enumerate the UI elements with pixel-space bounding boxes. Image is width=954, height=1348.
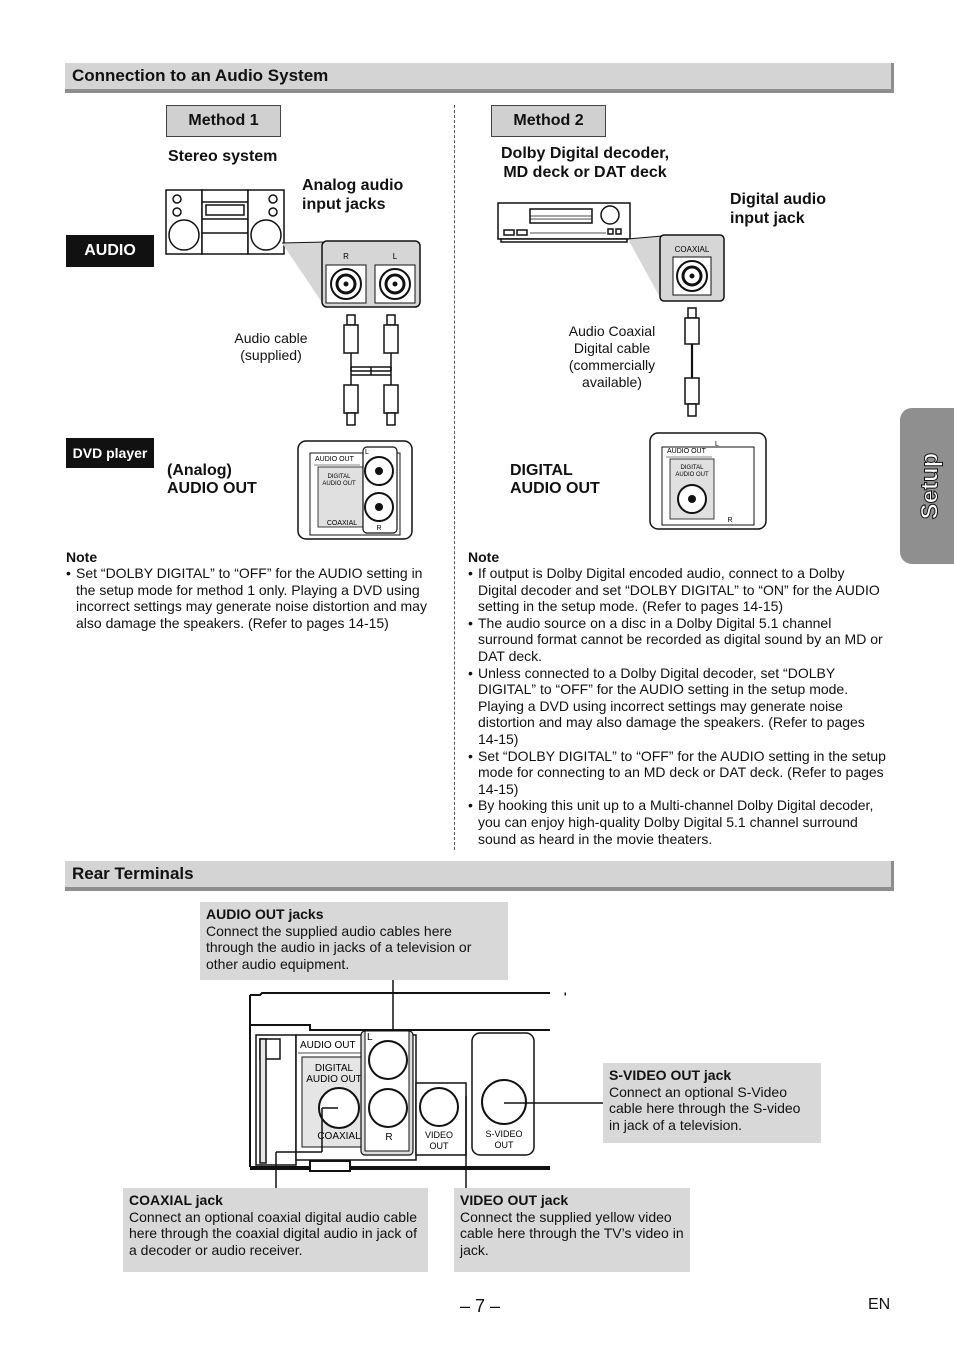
- panel2-digital-1: DIGITAL: [681, 465, 705, 471]
- note-item: The audio source on a disc in a Dolby Di…: [468, 615, 886, 665]
- analog-output-label-2: AUDIO OUT: [167, 480, 257, 497]
- panel1-audio-out: AUDIO OUT: [315, 456, 355, 463]
- note-item: Set “DOLBY DIGITAL” to “OFF” for the AUD…: [66, 565, 444, 631]
- note-item: Set “DOLBY DIGITAL” to “OFF” for the AUD…: [468, 748, 886, 798]
- section-header-audio-system: Connection to an Audio System: [65, 63, 894, 93]
- method-1-diagram: R L AUDIO OUT DIGITAL: [165, 189, 421, 540]
- rear-svideo-jack: [481, 1079, 527, 1125]
- dvd-player-tag: DVD player: [66, 438, 154, 468]
- audio-out-callout-text: Connect the supplied audio cables here t…: [206, 922, 472, 972]
- svideo-callout-text: Connect an optional S-Video cable here t…: [609, 1083, 801, 1133]
- dvd-output-panel-2: AUDIO OUT DIGITAL AUDIO OUT L R: [649, 432, 767, 530]
- coaxial-callout: COAXIAL jack Connect an optional coaxial…: [123, 1188, 428, 1272]
- dvd-output-panel-1: AUDIO OUT DIGITAL AUDIO OUT COAXIAL L R: [297, 440, 413, 540]
- method-2-diagram: COAXIAL AUDIO OUT DIGITAL AUDIO OUT L R: [497, 202, 767, 530]
- rear-digital-2: AUDIO OUT: [306, 1074, 362, 1085]
- method-2-note: Note If output is Dolby Digital encoded …: [468, 549, 886, 847]
- coaxial-input-jack: [672, 256, 712, 296]
- section-header-rear-terminals: Rear Terminals: [65, 861, 894, 891]
- svideo-callout-title: S-VIDEO OUT jack: [609, 1067, 732, 1083]
- audio-out-callout: AUDIO OUT jacks Connect the supplied aud…: [200, 902, 508, 980]
- rear-svideo-2: OUT: [495, 1140, 515, 1150]
- column-divider: [454, 105, 455, 850]
- method-1-label: Method 1: [166, 105, 281, 137]
- stereo-system-icon: [165, 189, 285, 255]
- note-item: Unless connected to a Dolby Digital deco…: [468, 665, 886, 748]
- audio-cable-label: Audio cable (supplied): [234, 330, 308, 363]
- analog-output-label-1: (Analog): [167, 462, 232, 479]
- panel2-l: L: [715, 441, 719, 448]
- note-item: If output is Dolby Digital encoded audio…: [468, 565, 886, 615]
- panel1-coaxial: COAXIAL: [327, 520, 357, 527]
- rear-l: L: [367, 1032, 373, 1043]
- rear-panel-diagram: AUDIO OUT DIGITAL AUDIO OUT COAXIAL L R …: [249, 992, 566, 1172]
- note-item: By hooking this unit up to a Multi-chann…: [468, 797, 886, 847]
- rear-coaxial-jack: [318, 1087, 360, 1129]
- method-2-notes-list: If output is Dolby Digital encoded audio…: [468, 565, 886, 847]
- audio-out-callout-title: AUDIO OUT jacks: [206, 906, 324, 922]
- analog-input-label: Analog audio input jacks: [302, 177, 404, 213]
- rear-r: R: [385, 1132, 392, 1143]
- rear-audio-l-jack: [368, 1040, 408, 1080]
- method-2-label: Method 2: [491, 105, 606, 137]
- video-callout-text: Connect the supplied yellow video cable …: [460, 1208, 684, 1258]
- audio-tag-text: AUDIO: [84, 242, 136, 259]
- decoder-label-line2: MD deck or DAT deck: [503, 164, 667, 181]
- rca-jack-l: [374, 264, 416, 304]
- coaxial-callout-text: Connect an optional coaxial digital audi…: [129, 1208, 417, 1258]
- method-1-notes-list: Set “DOLBY DIGITAL” to “OFF” for the AUD…: [66, 565, 444, 631]
- coaxial-cable-icon: [684, 307, 700, 417]
- coaxial-callout-title: COAXIAL jack: [129, 1192, 223, 1208]
- page-number: – 7 –: [459, 1296, 501, 1316]
- language-label: EN: [868, 1296, 891, 1313]
- panel1-l: L: [365, 449, 369, 456]
- svideo-callout: S-VIDEO OUT jack Connect an optional S-V…: [603, 1063, 821, 1143]
- panel1-digital-2: AUDIO OUT: [322, 481, 356, 487]
- digital-input-label-line2: input jack: [730, 210, 805, 227]
- note-title: Note: [468, 549, 500, 565]
- rear-video-1: VIDEO: [425, 1130, 453, 1140]
- panel2-r: R: [727, 517, 732, 524]
- video-callout: VIDEO OUT jack Connect the supplied yell…: [454, 1188, 690, 1272]
- rear-svideo-1: S-VIDEO: [485, 1129, 522, 1139]
- rear-digital-1: DIGITAL: [315, 1063, 354, 1074]
- rear-audio-out: AUDIO OUT: [300, 1040, 356, 1051]
- decoder-device-icon: [497, 202, 631, 243]
- panel2-digital-2: AUDIO OUT: [675, 472, 709, 478]
- rear-video-jack: [415, 1082, 467, 1156]
- rear-video-2: OUT: [430, 1141, 450, 1151]
- decoder-label-line1: Dolby Digital decoder,: [500, 145, 670, 162]
- method-1-note: Note Set “DOLBY DIGITAL” to “OFF” for th…: [66, 549, 444, 631]
- digital-input-label-line1: Digital audio: [730, 191, 826, 208]
- video-callout-title: VIDEO OUT jack: [460, 1192, 569, 1208]
- stereo-system-label: Stereo system: [168, 148, 278, 165]
- rear-coaxial: COAXIAL: [317, 1131, 361, 1142]
- panel2-audio-out: AUDIO OUT: [667, 448, 707, 455]
- section-title: Connection to an Audio System: [72, 66, 329, 85]
- rca-jack-r: [325, 264, 367, 304]
- section-title: Rear Terminals: [72, 864, 194, 883]
- decoder-label: Dolby Digital decoder, MD deck or DAT de…: [480, 144, 690, 182]
- dvd-player-tag-text: DVD player: [72, 445, 148, 461]
- digital-output-label-1: DIGITAL: [510, 462, 573, 479]
- jack-label-r: R: [343, 252, 349, 261]
- digital-output-label-2: AUDIO OUT: [510, 480, 600, 497]
- note-title: Note: [66, 549, 98, 565]
- panel1-r: R: [376, 525, 381, 532]
- audio-cable-icon: [343, 314, 399, 426]
- audio-tag: AUDIO: [66, 235, 154, 267]
- jack-label-l: L: [393, 252, 398, 261]
- setup-side-tab[interactable]: Setup: [900, 408, 954, 564]
- coaxial-cable-label: Audio Coaxial Digital cable (commerciall…: [568, 323, 656, 390]
- rear-audio-r-jack: [368, 1088, 408, 1128]
- panel1-digital-1: DIGITAL: [328, 474, 352, 480]
- digital-input-label: Digital audio input jack: [730, 190, 826, 228]
- coaxial-jack-label: COAXIAL: [675, 245, 710, 254]
